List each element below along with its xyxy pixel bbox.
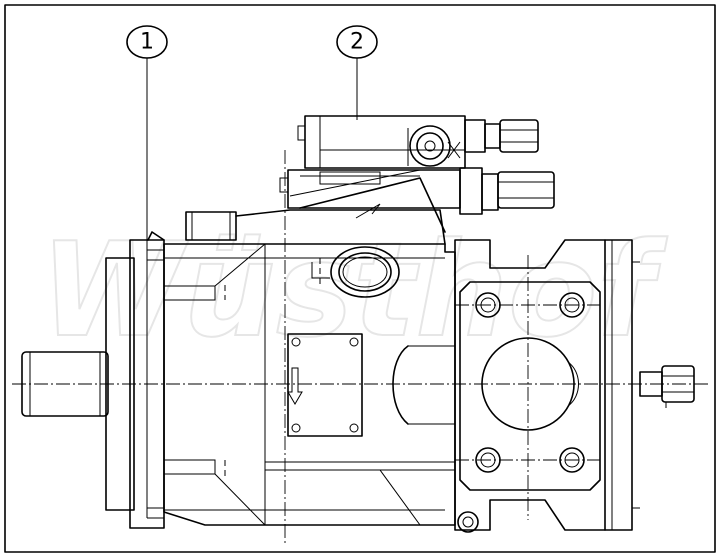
callout-1-label: 1 [140,30,154,55]
name-plate [287,333,363,437]
callout-2-label: 2 [350,30,364,55]
callout-1-bubble [126,25,168,59]
end-cover [454,239,640,533]
callout-2-bubble [336,25,378,59]
gauge-port [330,246,400,298]
pump-housing [163,243,456,526]
drawing-frame [4,4,716,553]
control-valve [185,115,555,245]
drive-shaft [21,351,109,417]
callout-2: 2 [336,25,378,120]
callout-1: 1 [126,25,168,250]
rear-shaft-stub [639,365,695,408]
housing-boss [392,345,409,425]
